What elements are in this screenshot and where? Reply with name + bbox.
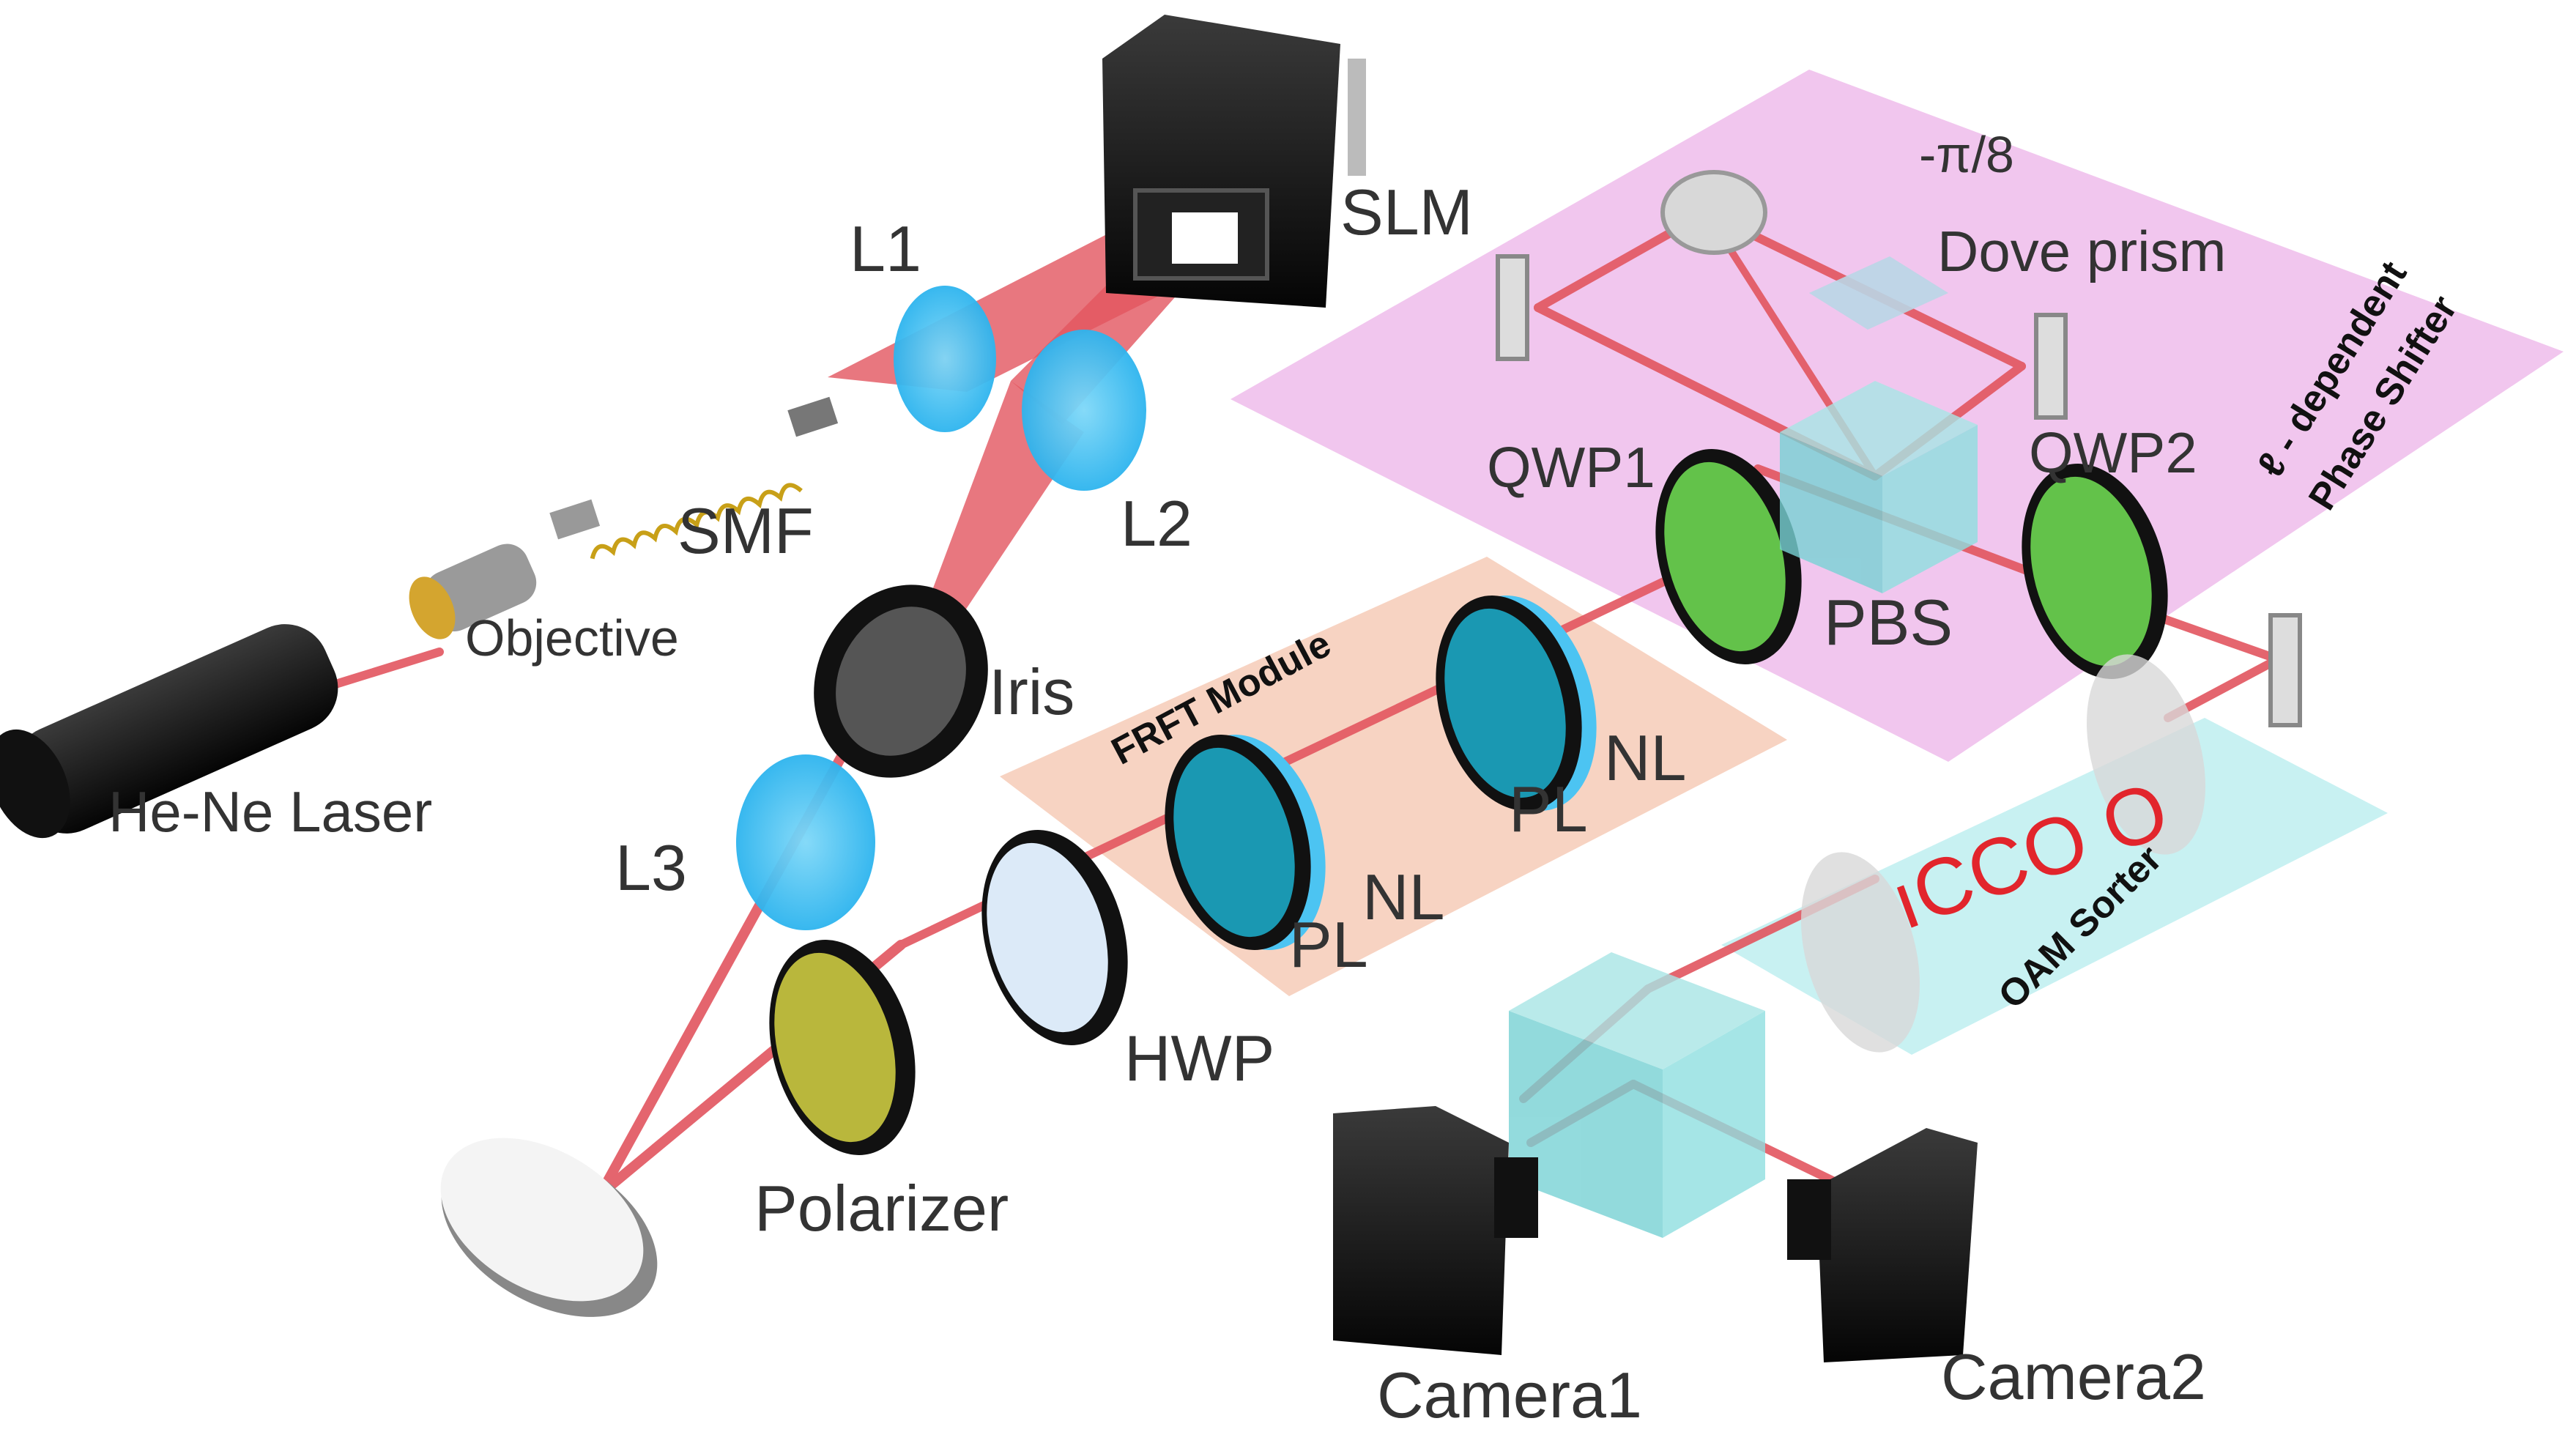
camera-1: [1333, 1106, 1538, 1355]
quarter-wave-plate-1: [1655, 449, 1802, 664]
lens-l1: [894, 286, 996, 432]
label-l3: L3: [615, 831, 687, 904]
label-nl-front: NL: [1362, 861, 1445, 933]
mirror-left: [1496, 254, 1529, 361]
frft-lens-pair-back: [1436, 596, 1597, 811]
label-pbs: PBS: [1824, 586, 1953, 659]
polarizer: [769, 940, 916, 1155]
output-pbs-cube: [1509, 952, 1765, 1238]
label-qwp1: QWP1: [1487, 435, 1655, 500]
spatial-light-modulator: [1102, 15, 1366, 308]
label-l2: L2: [1121, 487, 1192, 560]
mirror-top: [1660, 170, 1767, 255]
objective: [409, 544, 537, 639]
pbs-cube: [1780, 381, 1978, 593]
iris: [814, 585, 988, 778]
label-angle: -π/8: [1919, 126, 2014, 183]
label-iris: Iris: [989, 656, 1074, 728]
he-ne-laser: [0, 624, 338, 839]
lens-l3: [736, 754, 875, 930]
single-mode-fiber: [549, 396, 839, 560]
label-camera2: Camera2: [1941, 1340, 2206, 1413]
label-pl-back: PL: [1509, 773, 1588, 845]
label-camera1: Camera1: [1377, 1359, 1642, 1431]
mirror-right: [2034, 313, 2068, 420]
label-nl-back: NL: [1604, 721, 1687, 794]
oam-sorter-element-2: [1800, 852, 1920, 1053]
label-hwp: HWP: [1124, 1022, 1274, 1094]
label-l1: L1: [850, 212, 921, 285]
label-objective: Objective: [465, 609, 679, 667]
label-pl-front: PL: [1289, 908, 1368, 981]
label-dove-prism: Dove prism: [1937, 219, 2226, 283]
label-polarizer: Polarizer: [754, 1172, 1009, 1244]
mirror-lower-left: [440, 1138, 658, 1317]
camera-2: [1787, 1128, 1978, 1362]
mirror-far-right: [2268, 613, 2302, 727]
oam-sorter-element-1: [2086, 654, 2206, 855]
half-wave-plate: [981, 830, 1128, 1045]
label-qwp2: QWP2: [2029, 420, 2197, 485]
quarter-wave-plate-2: [2022, 464, 2168, 679]
lens-l2: [1022, 330, 1146, 491]
dove-prism: [1809, 256, 1948, 330]
label-smf: SMF: [678, 494, 814, 567]
label-laser: He-Ne Laser: [108, 779, 432, 844]
frft-lens-pair-front: [1165, 735, 1326, 950]
label-slm: SLM: [1340, 176, 1473, 248]
